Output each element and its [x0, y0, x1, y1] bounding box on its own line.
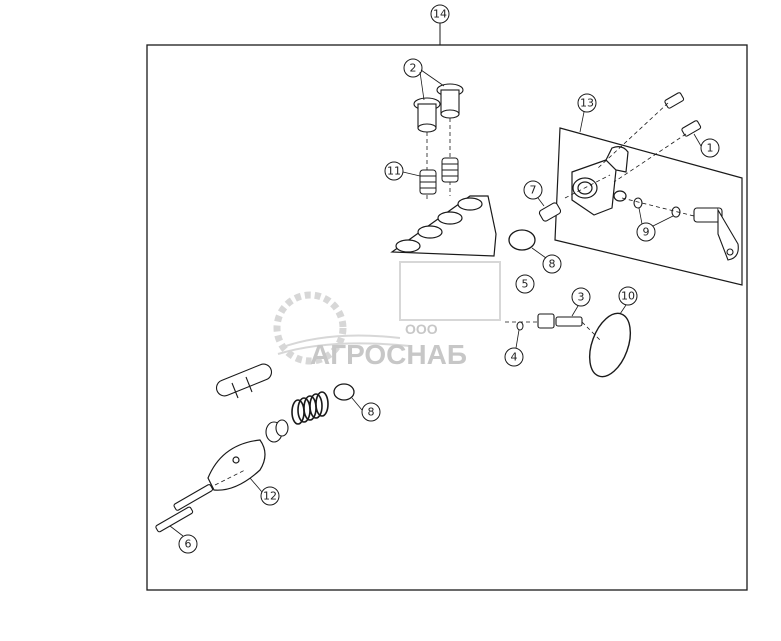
- svg-text:9: 9: [643, 226, 650, 239]
- callout-11: 11: [384, 161, 404, 181]
- svg-text:8: 8: [549, 258, 556, 271]
- callout-7: 7: [523, 180, 543, 200]
- elbow-housing: [571, 146, 629, 216]
- svg-text:8: 8: [368, 406, 375, 419]
- watermark-name: АГРОСНАБ: [310, 339, 467, 370]
- gear-logo-icon: [273, 291, 347, 365]
- plug-3: [537, 313, 583, 329]
- o-ring-8-top: [508, 229, 536, 251]
- callout-4: 4: [504, 347, 524, 367]
- callout-12: 12: [260, 486, 280, 506]
- svg-text:4: 4: [511, 351, 518, 364]
- svg-text:12: 12: [263, 490, 277, 503]
- o-ring-10: [588, 312, 632, 378]
- svg-text:13: 13: [580, 97, 594, 110]
- callout-9: 9: [636, 222, 656, 242]
- svg-text:10: 10: [621, 290, 635, 303]
- callout-8-lower: 8: [361, 402, 381, 422]
- washers-9: [633, 197, 681, 218]
- svg-text:3: 3: [578, 291, 585, 304]
- callout-14: 14: [430, 4, 450, 24]
- watermark-prefix: ООО: [405, 321, 438, 337]
- retainer-cups: [265, 419, 289, 443]
- o-ring-8-lower: [333, 383, 355, 401]
- svg-text:11: 11: [387, 165, 401, 178]
- callout-6: 6: [178, 534, 198, 554]
- company-watermark: ООО АГРОСНАБ: [273, 261, 501, 370]
- bolt-1a: [664, 92, 685, 109]
- callout-8-top: 8: [542, 254, 562, 274]
- washer-4: [516, 321, 524, 331]
- spring-7: [538, 202, 562, 222]
- callout-3: 3: [571, 287, 591, 307]
- callout-10: 10: [618, 286, 638, 306]
- valve-caps-2: [413, 83, 464, 133]
- lever-shaft: [693, 207, 739, 261]
- screws-6: [155, 484, 214, 533]
- spool: [215, 363, 273, 399]
- svg-text:1: 1: [707, 142, 714, 155]
- spring-lower: [291, 391, 329, 425]
- callout-5: 5: [515, 274, 535, 294]
- springs-11: [419, 157, 459, 195]
- svg-text:2: 2: [410, 62, 417, 75]
- svg-text:5: 5: [522, 278, 529, 291]
- assembly-frame: [146, 44, 748, 591]
- mounting-plate: [554, 127, 743, 286]
- valve-body: [390, 195, 497, 257]
- bolt-1b: [681, 120, 702, 137]
- harvester-logo-icon: [399, 261, 501, 321]
- svg-text:14: 14: [433, 8, 447, 21]
- svg-text:6: 6: [185, 538, 192, 551]
- callout-2: 2: [403, 58, 423, 78]
- callout-1: 1: [700, 138, 720, 158]
- svg-text:7: 7: [530, 184, 537, 197]
- callout-13: 13: [577, 93, 597, 113]
- end-cap-12: [207, 439, 266, 491]
